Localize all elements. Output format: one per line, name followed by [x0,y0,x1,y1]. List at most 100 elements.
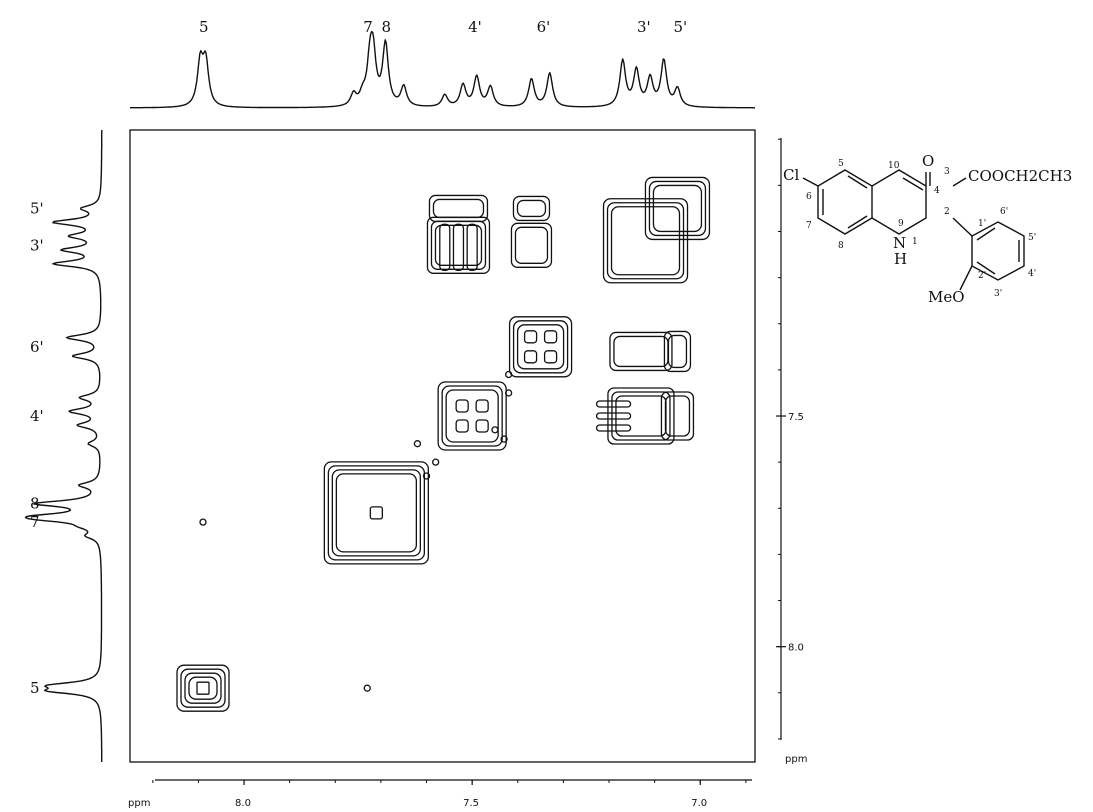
contour-line [369,506,384,520]
contour-line [180,668,226,708]
contour-line [184,672,222,704]
contour-line [523,330,538,344]
bottom-axis: 8.0 7.5 7.0 ppm [128,779,752,809]
methoxy-label: MeO [928,288,965,306]
contour-line [611,391,671,441]
bottom-tick-label: 8.0 [235,798,251,809]
contour-line [660,391,695,441]
right-axis-ticks: 7.58.0 [776,138,804,740]
contour-line [543,350,558,364]
contour-line [648,180,707,237]
contour-line [323,461,430,565]
atom-number-label: 5 [838,159,844,169]
contour-line [437,381,507,451]
atom-number-label: 4 [934,186,940,196]
contour-line [327,465,426,561]
contour-line [188,676,218,700]
contour-line [512,195,551,222]
left-peak-label: 4' [30,407,44,425]
bottom-tick-label: 7.0 [691,798,707,809]
left-peak-label: 5 [30,679,40,697]
atom-number-label: 7 [806,221,812,231]
noise-speck [491,426,499,434]
ester-label: COOCH2CH3 [968,167,1072,185]
contour-line [434,224,483,266]
contour-line [475,419,489,433]
atom-number-label: 3' [994,289,1002,299]
atom-number-label: 2' [978,271,986,281]
left-spectrum-trace [24,130,103,762]
contour-line [176,664,230,712]
contour-line [441,385,503,447]
left-peak-label: 5' [30,199,44,217]
contour-line [609,331,673,372]
contour-line [455,399,469,413]
noise-speck [504,370,513,379]
atom-number-label: 5' [1028,233,1036,243]
atom-number-label: 1' [978,219,986,229]
contour-line [667,334,688,369]
left-peak-label: 6' [30,338,44,356]
atom-number-label: 6' [1000,207,1008,217]
contour-line [445,389,499,443]
contour-line [426,216,491,274]
noise-speck [432,458,440,466]
contour-line [432,198,485,219]
top-spectrum-trace [130,30,755,109]
contour-line [516,199,547,218]
atom-number-label: 1 [912,237,918,247]
noise-speck [199,518,207,526]
bottom-tick-label: 7.5 [463,798,479,809]
atom-number-label: 3 [944,167,950,177]
atom-number-label: 8 [838,241,844,251]
contour-line [514,226,549,264]
right-tick-label: 8.0 [788,643,804,654]
contour-line [439,223,451,271]
contour-line [543,330,558,344]
top-peak-label: 3' [637,18,651,36]
bottom-axis-unit-label: ppm [128,798,150,809]
contour-line [516,324,565,370]
contour-line [512,320,569,374]
left-peak-label: 3' [30,236,44,254]
top-peak-label: 7 [363,18,373,36]
top-peak-label: 8 [381,18,391,36]
right-axis: 7.58.0 ppm [776,138,807,765]
plot-frame [129,129,756,763]
top-peak-label: 5 [199,18,209,36]
contour-line [664,395,691,437]
noise-speck [504,389,513,397]
hydrogen-label: H [894,250,907,268]
bottom-axis-ticks: 8.0 7.5 7.0 [152,780,747,809]
atom-number-label: 4' [1028,269,1036,279]
contour-line [652,184,703,233]
carbonyl-oxygen-label: O [922,152,934,170]
contour-line [510,222,553,268]
noise-speck [363,684,371,692]
atom-number-label: 10 [888,161,900,171]
contour-line [331,469,422,557]
contour-line [595,424,632,432]
contour-line [523,350,538,364]
contour-line [475,399,489,413]
noise-speck [500,435,508,443]
chlorine-label: Cl [783,166,799,184]
contour-line [335,473,418,553]
contour-line [452,223,465,271]
atom-number-label: 9 [898,219,904,229]
noise-speck [413,440,422,448]
contour-map [176,176,711,712]
contour-line [613,335,669,368]
contour-line [607,387,675,445]
contour-line [455,419,469,433]
contour-line [644,176,711,241]
nitrogen-label: N [893,234,906,252]
contour-line [466,223,478,271]
contour-line [663,330,692,373]
chemical-structure [802,169,1025,291]
